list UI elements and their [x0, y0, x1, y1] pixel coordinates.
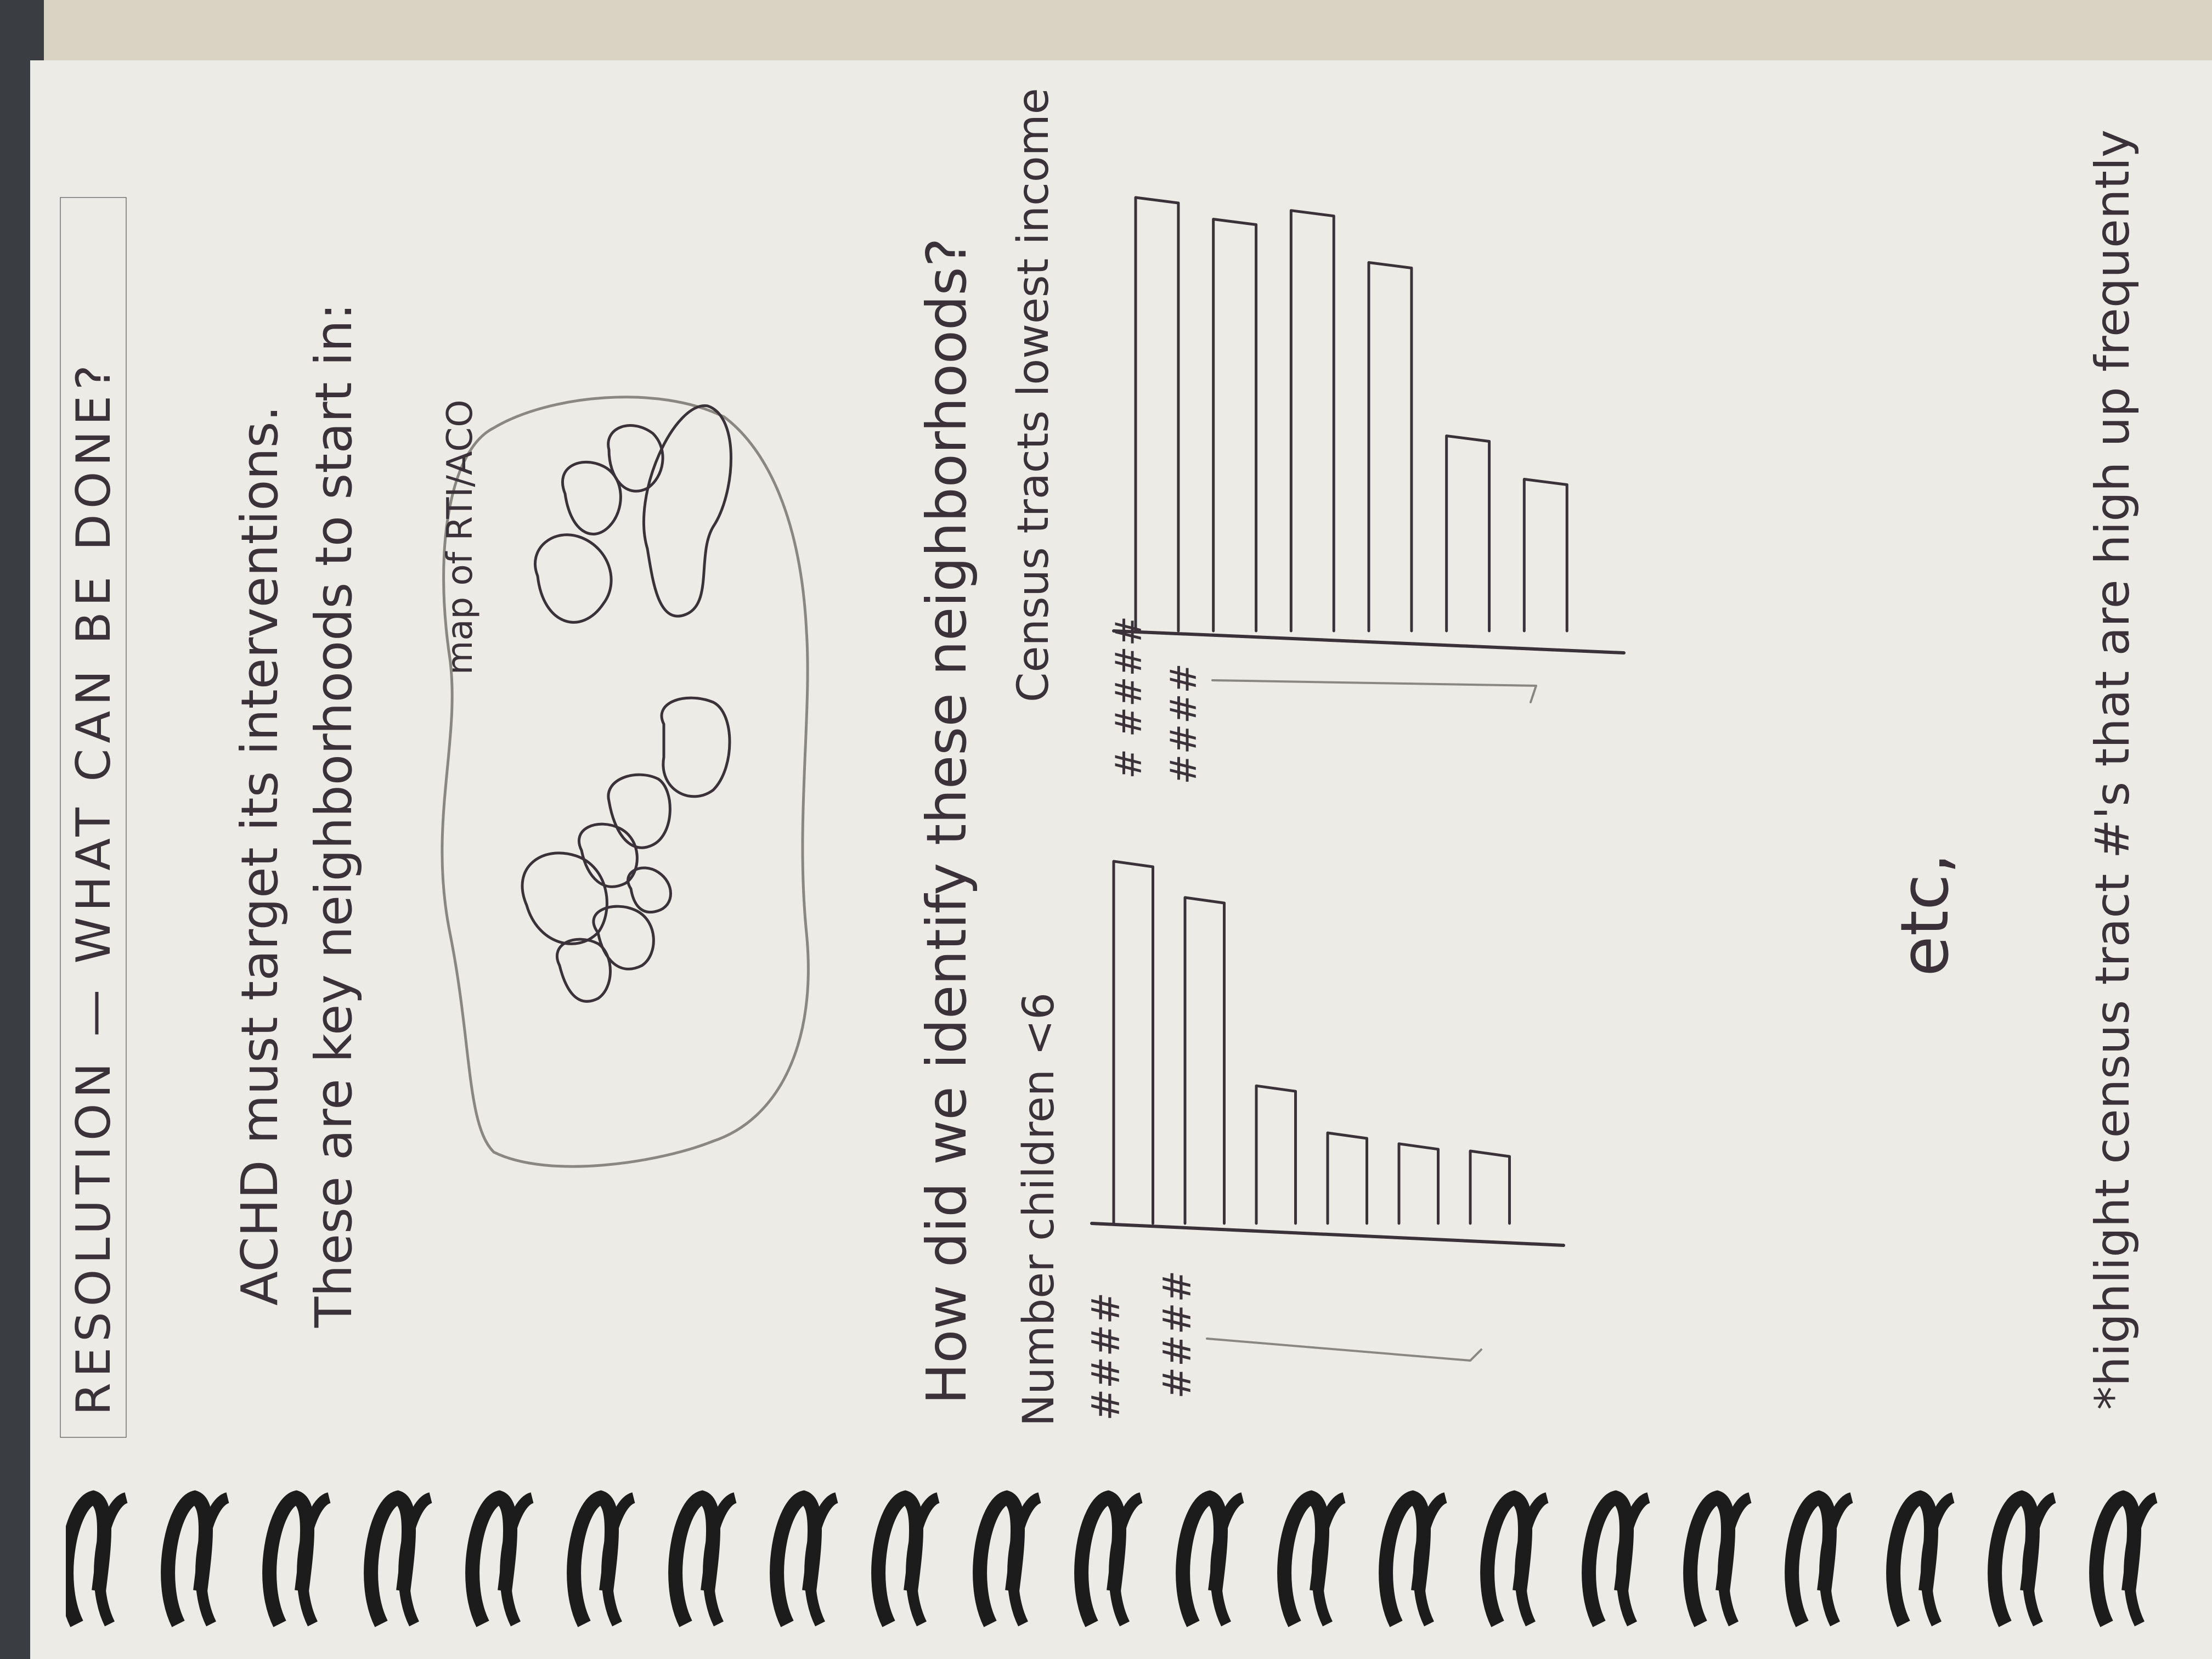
spiral-ring	[500, 1492, 534, 1627]
chart-bar	[1522, 478, 1568, 633]
spiral-ring	[1819, 1492, 1854, 1627]
notebook-page	[30, 60, 2212, 1659]
spiral-ring	[1921, 1492, 1955, 1627]
spiral-ring	[297, 1492, 331, 1627]
spiral-ring	[601, 1492, 636, 1627]
chart2-row-label-2: ####	[1163, 663, 1205, 785]
chart1	[1090, 860, 1565, 1247]
chart-bar	[1183, 896, 1226, 1225]
chart-bar	[1397, 1142, 1440, 1225]
chart1-arrow	[1206, 1338, 1482, 1362]
chart1-title: Number children <6	[1014, 992, 1064, 1426]
chart2-title: Census tracts lowest income	[1009, 88, 1058, 702]
map-label: map of RTI/ACO	[440, 399, 481, 675]
spiral-ring	[2124, 1492, 2158, 1627]
spiral-ring	[1718, 1492, 1752, 1627]
spiral-ring	[1210, 1492, 1245, 1627]
desk-background	[0, 0, 2212, 66]
spiral-ring	[1413, 1492, 1448, 1627]
spiral-ring	[1109, 1492, 1143, 1627]
spiral-ring	[804, 1492, 839, 1627]
spiral-ring	[906, 1492, 940, 1627]
intro-line-2: These are key neighborhoods to start in:	[304, 303, 363, 1328]
heading-box	[60, 197, 127, 1438]
chart-bar	[1445, 435, 1491, 633]
chart-axis	[1090, 1222, 1565, 1247]
footer-note: *highlight census tract #'s that are hig…	[2085, 129, 2140, 1410]
chart-bar	[1326, 1131, 1368, 1225]
chart-bar	[1255, 1084, 1297, 1225]
chart2	[1112, 196, 1626, 654]
neighborhood-map	[441, 396, 810, 1168]
intro-line-1: ACHD must target its interventions.	[230, 405, 289, 1306]
spiral-binding	[66, 1490, 2158, 1627]
etc-text: etc,	[1887, 853, 1963, 977]
chart1-row-label-2: ####	[1155, 1270, 1200, 1399]
chart-bar	[1469, 1149, 1511, 1225]
chart-bar	[1112, 860, 1154, 1225]
spiral-ring	[1312, 1492, 1346, 1627]
spiral-ring	[1515, 1492, 1549, 1627]
chart-bar	[1134, 196, 1180, 633]
spiral-ring	[2022, 1492, 2057, 1627]
spiral-ring	[195, 1492, 230, 1627]
chart-bar	[1289, 209, 1335, 633]
spiral-ring	[703, 1492, 737, 1627]
chart1-row-label-1: ####	[1084, 1292, 1128, 1421]
spiral-ring	[398, 1492, 433, 1627]
chart-bar	[1212, 218, 1258, 633]
chart2-row-label-1: # ####	[1108, 616, 1150, 779]
spiral-ring	[94, 1492, 128, 1627]
question-text: How did we identify these neighborhoods?	[915, 238, 979, 1404]
chart2-arrow	[1211, 679, 1537, 703]
chart-axis	[1112, 629, 1626, 654]
spiral-ring	[1616, 1492, 1651, 1627]
spiral-ring	[1007, 1492, 1042, 1627]
chart-bar	[1367, 261, 1413, 633]
heading-text: RESOLUTION — WHAT CAN BE DONE?	[66, 359, 121, 1415]
